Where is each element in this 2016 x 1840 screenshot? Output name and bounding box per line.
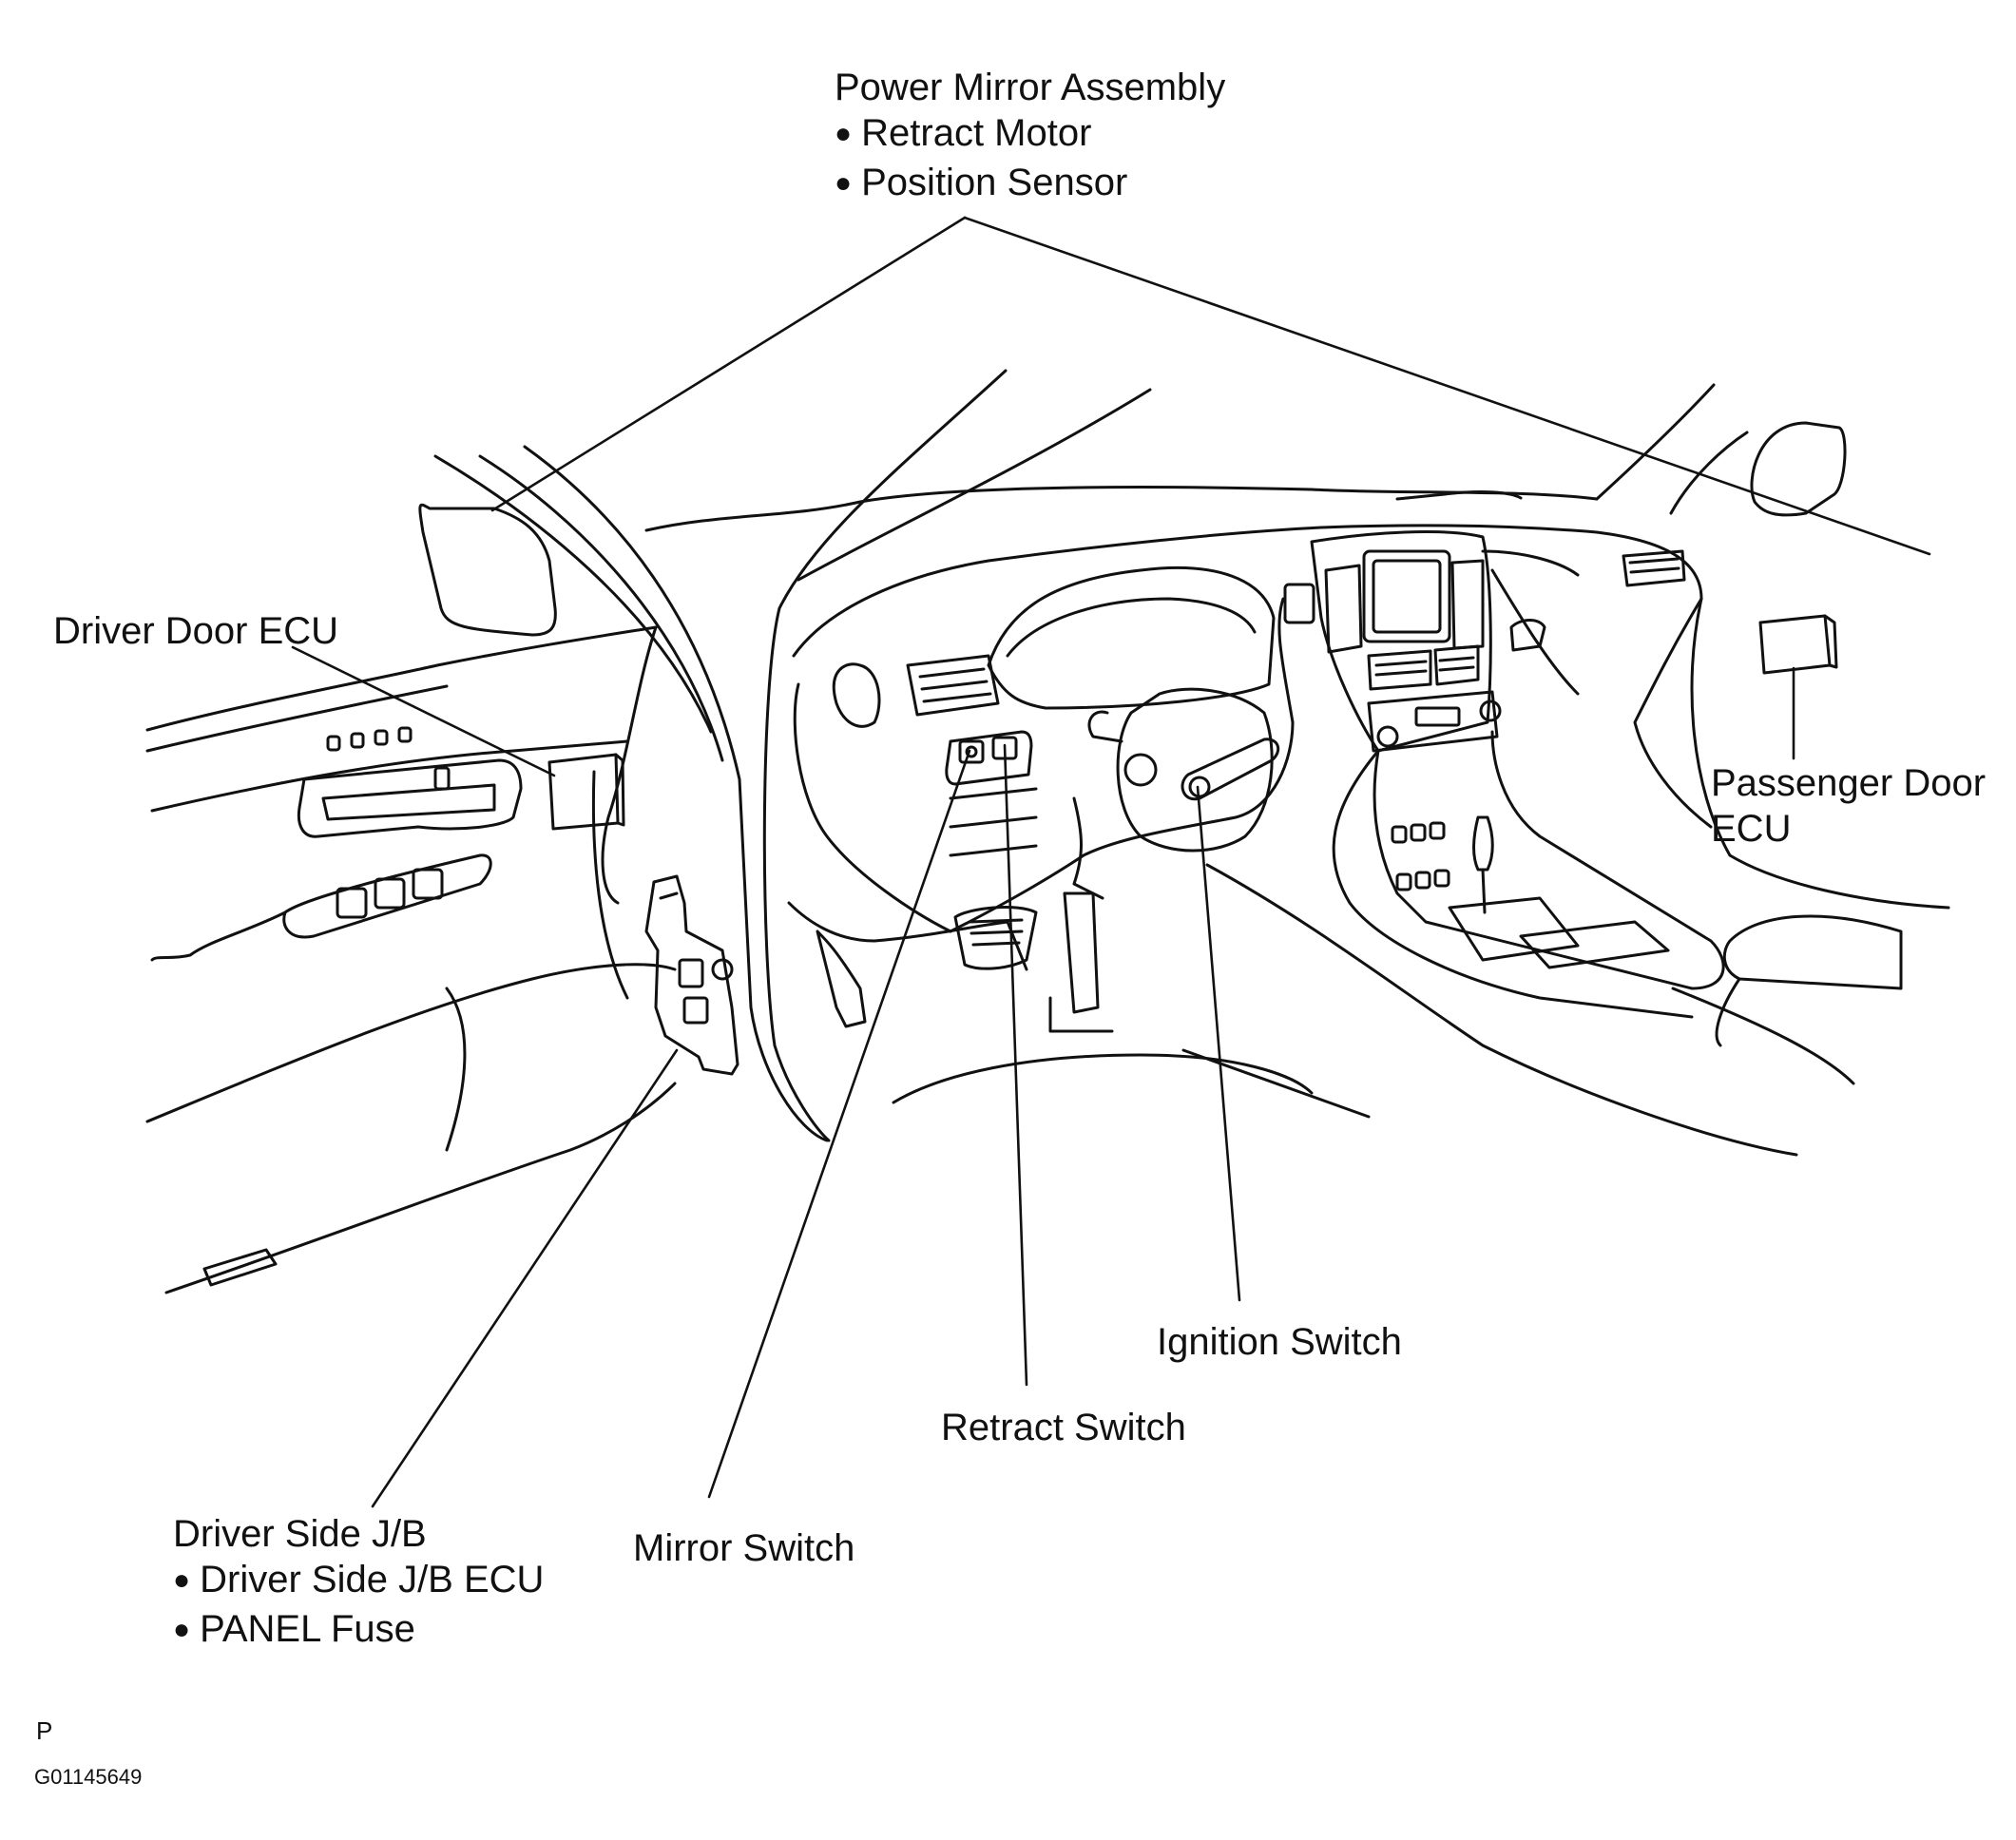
center-vent-right bbox=[1433, 644, 1480, 686]
window-switch-panel bbox=[282, 853, 492, 939]
passenger-door-ecu-line-2: ECU bbox=[1711, 808, 1792, 850]
driver-door-ecu-box bbox=[547, 753, 625, 831]
figure-code: G01145649 bbox=[34, 1765, 143, 1789]
leader-power-mirror-left bbox=[490, 216, 967, 512]
dashboard bbox=[787, 524, 1950, 1157]
passenger-door-ecu-box bbox=[1758, 614, 1838, 675]
instrument-cluster-hood bbox=[987, 566, 1276, 710]
leader-driver-door-ecu bbox=[291, 645, 556, 777]
glovebox-handle bbox=[1509, 619, 1546, 652]
armrest bbox=[1722, 914, 1903, 990]
leader-lines bbox=[291, 216, 1931, 1508]
mirror-switch-label: Mirror Switch bbox=[633, 1527, 855, 1569]
leader-mirror-switch bbox=[707, 749, 971, 1499]
position-sensor-item: Position Sensor bbox=[835, 160, 1225, 209]
lock-knob bbox=[433, 766, 451, 791]
retract-motor-item: Retract Motor bbox=[835, 110, 1225, 160]
driver-side-jb-label: Driver Side J/B Driver Side J/B ECU PANE… bbox=[173, 1511, 544, 1656]
ignition-key-slot bbox=[1181, 738, 1280, 801]
console-buttons bbox=[1391, 821, 1450, 891]
passenger-vent bbox=[1622, 549, 1686, 587]
driver-mirror bbox=[418, 503, 557, 637]
climate-panel bbox=[1367, 690, 1499, 753]
center-vent-left bbox=[1367, 649, 1432, 691]
mirror-switch-button bbox=[958, 739, 985, 764]
power-mirror-assembly-title: Power Mirror Assembly bbox=[835, 67, 1226, 108]
panel-fuse-item: PANEL Fuse bbox=[173, 1606, 544, 1656]
power-mirror-assembly-label: Power Mirror Assembly Retract Motor Posi… bbox=[835, 65, 1225, 209]
window-switch-2 bbox=[374, 877, 406, 910]
retract-switch-button bbox=[991, 736, 1018, 760]
gas-pedal bbox=[1063, 891, 1100, 1014]
passenger-door-ecu-label: Passenger Door ECU bbox=[1711, 760, 1986, 852]
steering-column bbox=[1116, 687, 1274, 853]
leader-ignition-switch bbox=[1196, 785, 1241, 1302]
passenger-mirror-arm bbox=[1669, 431, 1749, 515]
shift-gate bbox=[1448, 896, 1580, 962]
a-pillar bbox=[433, 369, 1152, 1142]
gear-shifter bbox=[1472, 815, 1494, 872]
driver-door-ecu-label: Driver Door ECU bbox=[53, 610, 339, 652]
window-switch-3 bbox=[412, 868, 444, 900]
passenger-mirror bbox=[1750, 421, 1847, 517]
driver-door bbox=[145, 625, 677, 1294]
figure-section-letter: P bbox=[36, 1716, 53, 1745]
door-lock-buttons bbox=[326, 726, 413, 752]
door-handle bbox=[297, 758, 523, 838]
navigation-screen bbox=[1362, 549, 1451, 643]
junction-block bbox=[644, 874, 739, 1076]
retract-switch-label: Retract Switch bbox=[941, 1407, 1186, 1448]
window-switch-1 bbox=[336, 887, 368, 919]
brake-pedal bbox=[953, 906, 1038, 970]
ignition-switch-label: Ignition Switch bbox=[1157, 1321, 1402, 1363]
leader-driver-side-jb bbox=[371, 1048, 679, 1508]
left-vent-round bbox=[832, 662, 881, 728]
center-stack bbox=[1310, 530, 1492, 753]
leader-power-mirror-right bbox=[963, 216, 1931, 556]
windshield-edge bbox=[644, 383, 1716, 532]
center-console bbox=[1373, 730, 1725, 990]
passenger-door-ecu-line-1: Passenger Door bbox=[1711, 762, 1987, 804]
driver-side-jb-ecu-item: Driver Side J/B ECU bbox=[173, 1557, 544, 1606]
switch-housing bbox=[945, 730, 1033, 786]
small-vent bbox=[1283, 583, 1315, 624]
driver-side-jb-title: Driver Side J/B bbox=[173, 1513, 427, 1555]
